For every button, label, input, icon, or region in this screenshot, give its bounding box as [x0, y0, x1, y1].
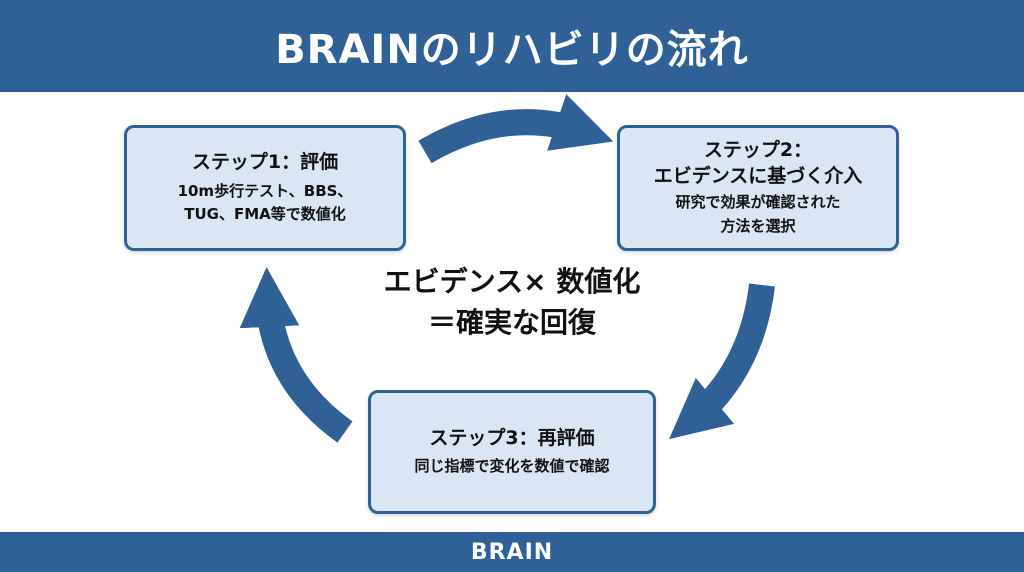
step3-box: ステップ3：再評価 同じ指標で変化を数値で確認	[368, 390, 656, 514]
center-message: エビデンス× 数値化 ＝確実な回復	[300, 262, 724, 343]
step3-title: ステップ3：再評価	[429, 426, 595, 449]
step2-title-line: ステップ2：	[703, 139, 813, 162]
step2-desc-line: 研究で効果が確認された	[675, 193, 841, 212]
step1-desc-line: 10m歩行テスト、BBS、	[177, 181, 353, 200]
center-line: エビデンス× 数値化	[383, 265, 641, 298]
step1-desc-line: TUG、FMA等で数値化	[184, 204, 346, 223]
step2-description: 研究で効果が確認された 方法を選択	[675, 191, 840, 238]
center-line: ＝確実な回復	[427, 305, 596, 339]
arrow-step1-to-step2	[418, 94, 614, 164]
page-title: BRAINのリハビリの流れ	[275, 27, 749, 73]
footer-brand: BRAIN	[470, 539, 554, 565]
step1-description: 10m歩行テスト、BBS、 TUG、FMA等で数値化	[178, 180, 353, 227]
step1-box: ステップ1：評価 10m歩行テスト、BBS、 TUG、FMA等で数値化	[124, 125, 406, 251]
step2-title-line: エビデンスに基づく介入	[653, 164, 863, 187]
step1-title: ステップ1：評価	[191, 150, 339, 173]
arrow-step3-to-step1	[239, 267, 353, 443]
step2-title: ステップ2： エビデンスに基づく介入	[654, 138, 863, 189]
step3-description: 同じ指標で変化を数値で確認	[414, 455, 609, 478]
header-bar: BRAINのリハビリの流れ	[0, 0, 1024, 92]
arrow-step2-to-step3	[669, 283, 775, 440]
step2-desc-line: 方法を選択	[720, 216, 796, 235]
step3-desc-line: 同じ指標で変化を数値で確認	[414, 457, 610, 476]
footer-bar: BRAIN	[0, 532, 1024, 572]
step2-box: ステップ2： エビデンスに基づく介入 研究で効果が確認された 方法を選択	[617, 125, 899, 251]
